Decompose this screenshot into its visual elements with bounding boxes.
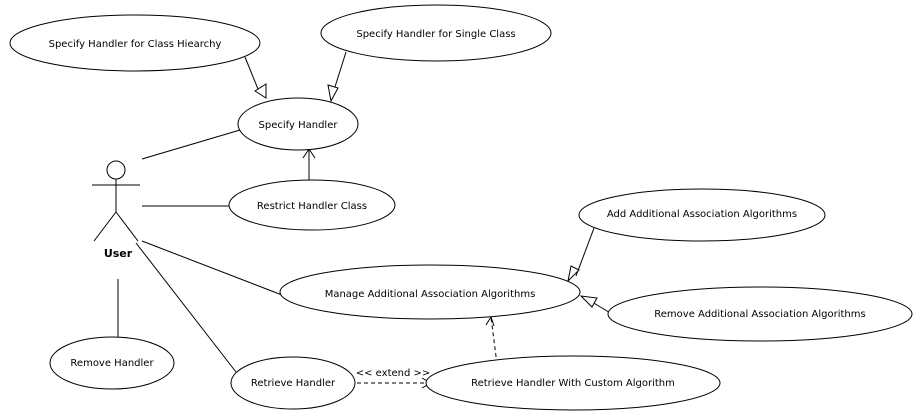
use-case-add-algorithms[interactable]: Add Additional Association Algorithms xyxy=(578,188,826,242)
use-case-label: Remove Handler xyxy=(70,358,154,369)
generalization-arrowhead xyxy=(327,84,339,103)
generalization-class-hierarchy-line xyxy=(244,56,261,95)
use-case-remove-handler[interactable]: Remove Handler xyxy=(49,336,175,390)
generalization-arrowhead xyxy=(579,295,598,308)
use-case-label: Retrieve Handler xyxy=(251,378,336,389)
actor-user: User xyxy=(92,160,140,260)
use-case-specify-class-hierarchy[interactable]: Specify Handler for Class Hiearchy xyxy=(9,14,261,72)
extend-stereotype-label: << extend >> xyxy=(356,368,431,379)
use-case-manage-algorithms[interactable]: Manage Additional Association Algorithms xyxy=(279,264,581,320)
actor-label: User xyxy=(104,247,133,260)
use-case-label: Retrieve Handler With Custom Algorithm xyxy=(471,378,675,389)
use-case-label: Manage Additional Association Algorithms xyxy=(325,289,536,300)
use-case-label: Specify Handler for Class Hiearchy xyxy=(49,39,222,50)
actor-head xyxy=(106,160,126,180)
use-case-label: Add Additional Association Algorithms xyxy=(607,209,797,220)
generalization-arrowhead xyxy=(567,265,580,283)
custom-to-manage-line xyxy=(490,316,498,365)
use-case-label: Specify Handler xyxy=(259,120,339,131)
use-case-specify-single-class[interactable]: Specify Handler for Single Class xyxy=(320,4,552,62)
association-retrieve-handler xyxy=(135,242,237,373)
open-arrowhead xyxy=(485,315,495,327)
use-case-specify-handler[interactable]: Specify Handler xyxy=(237,97,359,151)
actor-right-leg xyxy=(115,211,139,242)
generalization-single-class-line xyxy=(333,51,347,91)
use-case-label: Restrict Handler Class xyxy=(257,201,367,212)
actor-left-leg xyxy=(93,211,117,242)
use-case-label: Remove Additional Association Algorithms xyxy=(654,309,865,320)
generalization-arrowhead xyxy=(254,83,267,99)
use-case-retrieve-custom[interactable]: Retrieve Handler With Custom Algorithm xyxy=(425,355,721,411)
use-case-retrieve-handler[interactable]: Retrieve Handler xyxy=(230,356,356,410)
association-specify-handler xyxy=(141,129,241,160)
use-case-remove-algorithms[interactable]: Remove Additional Association Algorithms xyxy=(607,286,913,342)
use-case-restrict-handler-class[interactable]: Restrict Handler Class xyxy=(228,179,396,231)
association-manage-algorithms xyxy=(141,240,283,296)
use-case-label: Specify Handler for Single Class xyxy=(356,29,515,40)
generalization-add-algorithms-line xyxy=(575,227,595,277)
